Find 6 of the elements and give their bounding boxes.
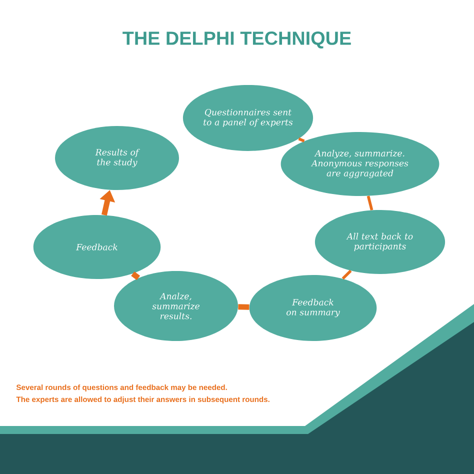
connector bbox=[298, 138, 305, 142]
connector bbox=[238, 304, 250, 310]
connector bbox=[342, 270, 352, 280]
connector bbox=[131, 271, 140, 280]
connector bbox=[366, 196, 374, 210]
title: THE DELPHI TECHNIQUE bbox=[122, 32, 351, 48]
